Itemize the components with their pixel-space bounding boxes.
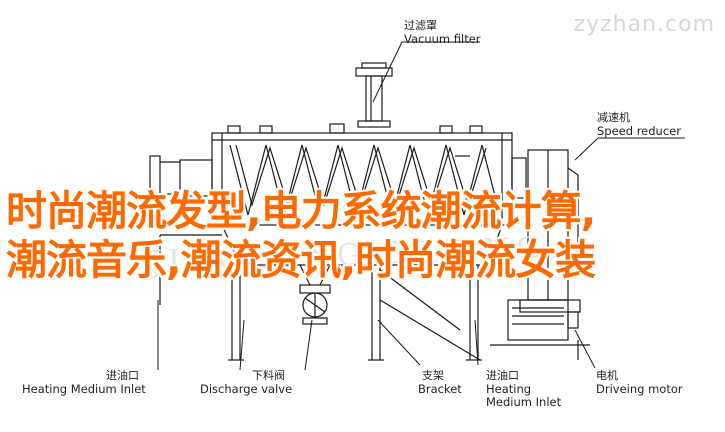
bracket-left: [159, 234, 244, 361]
label-speed-reducer-en: Speed reducer: [597, 123, 681, 138]
watermark-site: zyzhan.com: [573, 12, 715, 37]
discharge-valve-drawing: [299, 284, 331, 325]
label-heating-outlet: 进油口 Heating Medium Inlet: [486, 369, 566, 409]
label-discharge-valve: 下料阀 Discharge valve: [200, 369, 293, 396]
label-discharge-valve-en: Discharge valve: [200, 381, 293, 396]
label-bracket-en: Bracket: [418, 381, 462, 396]
headline-line-1: 时尚潮流发型,电力系统潮流计算,: [6, 187, 596, 235]
label-vacuum-filter-zh: 过滤罩: [404, 19, 437, 32]
driving-motor-drawing: [490, 299, 590, 360]
vacuum-filter-pipe: [355, 62, 393, 128]
bracket-right: [368, 265, 482, 361]
label-heating-inlet: 进油口 Heating Medium Inlet: [22, 369, 146, 396]
label-driving-motor-en: Driveing motor: [596, 381, 683, 396]
label-vacuum-filter-en: Vacuum filter: [404, 31, 481, 46]
label-discharge-valve-zh: 下料阀: [252, 369, 285, 382]
label-bracket-zh: 支架: [422, 369, 444, 382]
vessel-bottom: [221, 224, 503, 286]
label-driving-motor: 电机 Driveing motor: [596, 369, 683, 396]
label-heating-outlet-zh: 进油口: [486, 369, 519, 382]
label-speed-reducer-zh: 减速机: [597, 111, 630, 124]
label-heating-outlet-en: Heating Medium Inlet: [486, 381, 562, 409]
label-bracket: 支架 Bracket: [418, 369, 462, 396]
label-heating-inlet-zh: 进油口: [106, 369, 139, 382]
label-speed-reducer: 减速机 Speed reducer: [597, 111, 681, 138]
leader-lines: [157, 41, 685, 371]
label-driving-motor-zh: 电机: [596, 369, 618, 382]
vessel-body: [149, 123, 527, 226]
headline-line-2: 潮流音乐,潮流资讯,时尚潮流女装: [6, 236, 596, 284]
label-heating-inlet-en: Heating Medium Inlet: [22, 381, 146, 396]
label-vacuum-filter: 过滤罩 Vacuum filter: [404, 19, 481, 46]
